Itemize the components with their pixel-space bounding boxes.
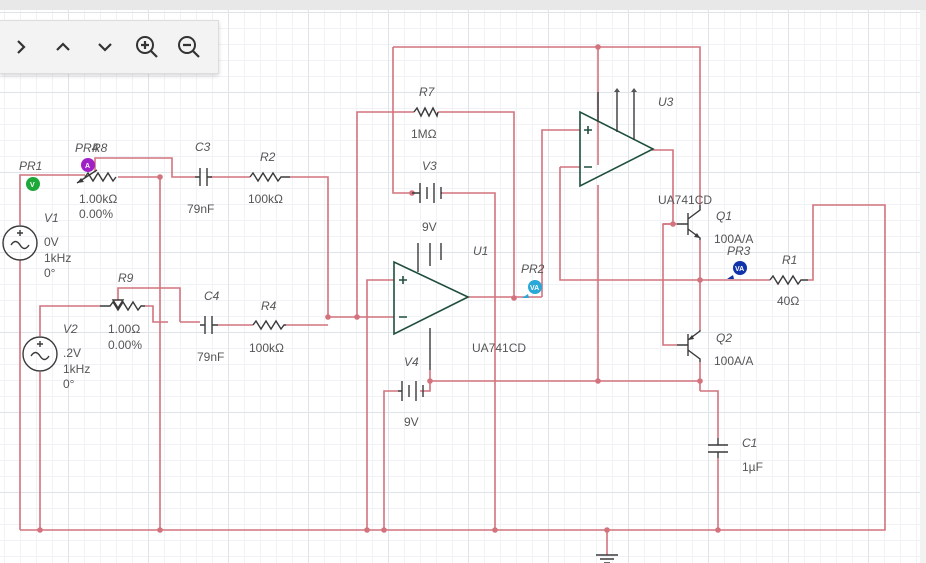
q1-transistor[interactable]: Q1 100A/A — [677, 205, 753, 246]
c3-ref: C3 — [195, 140, 211, 154]
c4-value: 79nF — [197, 350, 224, 364]
ground-symbol[interactable] — [596, 554, 618, 563]
r4-resistor[interactable]: R4 100kΩ — [249, 299, 286, 355]
pr3-ref: PR3 — [727, 244, 751, 258]
pr4-ref: PR4 — [75, 141, 99, 155]
v3-battery[interactable]: V3 9V — [412, 159, 442, 234]
u3-model: UA741CD — [658, 193, 712, 207]
pr1-badge: V — [30, 182, 35, 189]
v3-ref: V3 — [422, 159, 437, 173]
r9-ref: R9 — [118, 271, 134, 285]
v2-frequency: 1kHz — [63, 362, 90, 376]
c4-capacitor[interactable]: C4 79nF — [197, 289, 224, 364]
chevron-up-icon — [56, 42, 70, 51]
v2-phase: 0° — [63, 377, 75, 391]
zoom-out-icon — [178, 36, 200, 58]
q2-transistor[interactable]: Q2 100A/A — [677, 330, 753, 368]
v1-frequency: 1kHz — [44, 251, 71, 265]
pr2-probe[interactable]: VA PR2 — [521, 262, 545, 298]
v3-value: 9V — [422, 220, 437, 234]
next-down-button[interactable] — [84, 21, 126, 73]
u1-opamp[interactable]: U1 UA741CD — [393, 243, 526, 370]
v2-ref: V2 — [63, 322, 78, 336]
r2-value: 100kΩ — [248, 192, 283, 206]
pr4-badge: A — [85, 163, 90, 170]
u3-ref: U3 — [658, 95, 674, 109]
u1-model: UA741CD — [472, 341, 526, 355]
pr2-ref: PR2 — [521, 262, 545, 276]
r9-setting: 0.00% — [108, 338, 142, 352]
zoom-out-button[interactable] — [168, 21, 210, 73]
c3-capacitor[interactable]: C3 79nF — [187, 140, 214, 216]
c1-capacitor[interactable]: C1 1µF — [708, 436, 763, 474]
r9-potentiometer[interactable]: R9 1.00Ω 0.00% — [100, 271, 145, 352]
r8-setting: 0.00% — [79, 207, 113, 221]
r7-resistor[interactable]: R7 1MΩ — [411, 85, 439, 141]
v4-value: 9V — [404, 415, 419, 429]
junction-dots — [37, 44, 721, 533]
r7-ref: R7 — [419, 85, 436, 99]
top-border — [0, 0, 926, 10]
q1-model: 100A/A — [714, 232, 753, 246]
navigation-toolbar — [0, 20, 219, 74]
u3-opamp[interactable]: U3 UA741CD — [579, 88, 712, 207]
q1-ref: Q1 — [716, 209, 732, 223]
pr1-ref: PR1 — [19, 159, 42, 173]
r8-ref: R8 — [92, 141, 108, 155]
pr2-badge: VA — [530, 285, 539, 292]
r4-ref: R4 — [261, 299, 277, 313]
r8-value: 1.00kΩ — [79, 192, 117, 206]
v1-phase: 0° — [44, 266, 56, 280]
r9-value: 1.00Ω — [108, 322, 140, 336]
pr1-probe[interactable]: V PR1 — [19, 159, 42, 191]
r1-value: 40Ω — [777, 294, 799, 308]
pr3-badge: VA — [735, 266, 744, 273]
schematic-canvas[interactable] — [0, 10, 926, 563]
v2-amplitude: .2V — [63, 346, 81, 360]
r1-resistor[interactable]: R1 40Ω — [769, 253, 808, 308]
pr3-probe[interactable]: VA PR3 — [727, 244, 751, 279]
c1-ref: C1 — [742, 436, 757, 450]
v2-source[interactable]: V2 .2V 1kHz 0° — [22, 322, 90, 391]
r4-value: 100kΩ — [249, 341, 284, 355]
q2-model: 100A/A — [714, 354, 753, 368]
v1-ref: V1 — [44, 211, 59, 225]
v4-ref: V4 — [404, 355, 419, 369]
q2-ref: Q2 — [716, 331, 732, 345]
c1-value: 1µF — [742, 460, 763, 474]
v4-battery[interactable]: V4 9V — [398, 355, 424, 429]
chevron-right-icon — [17, 40, 26, 54]
previous-up-button[interactable] — [42, 21, 84, 73]
u1-ref: U1 — [473, 244, 488, 258]
next-button[interactable] — [0, 21, 42, 73]
v1-amplitude: 0V — [44, 235, 59, 249]
wires — [19, 46, 886, 555]
pr4-probe[interactable]: A PR4 — [75, 141, 99, 172]
zoom-in-button[interactable] — [126, 21, 168, 73]
zoom-in-icon — [136, 36, 158, 58]
v1-source[interactable]: V1 0V 1kHz 0° — [2, 211, 71, 280]
vertical-scrollbar[interactable] — [920, 10, 926, 563]
r1-ref: R1 — [782, 253, 797, 267]
c3-value: 79nF — [187, 202, 214, 216]
r2-ref: R2 — [260, 150, 276, 164]
r7-value: 1MΩ — [411, 127, 437, 141]
c4-ref: C4 — [204, 289, 220, 303]
r2-resistor[interactable]: R2 100kΩ — [248, 150, 290, 206]
r8-potentiometer[interactable]: R8 1.00kΩ 0.00% — [76, 141, 117, 221]
chevron-down-icon — [98, 43, 112, 52]
